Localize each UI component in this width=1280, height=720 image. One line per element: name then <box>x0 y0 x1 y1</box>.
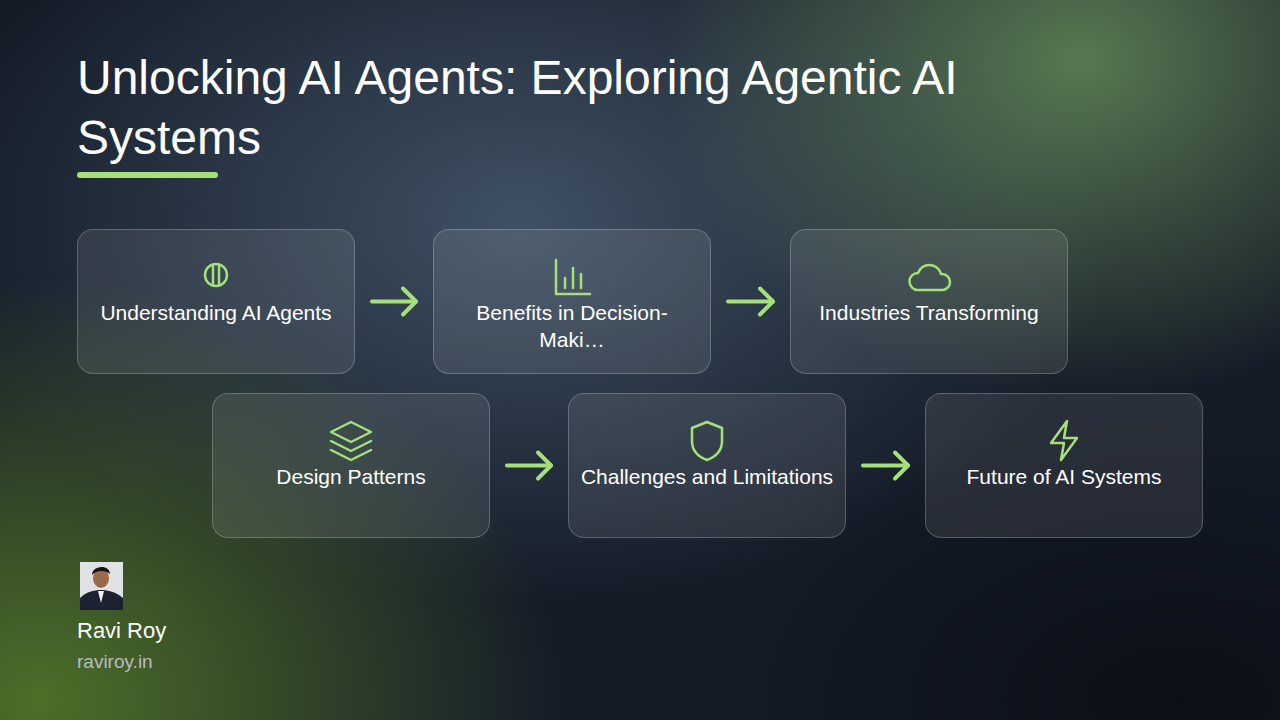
author-name: Ravi Roy <box>77 618 166 644</box>
card-text: Design Patterns <box>223 463 479 490</box>
topic-card: Future of AI Systems <box>925 393 1203 538</box>
flow-arrow <box>728 289 773 315</box>
title-underline <box>77 172 218 178</box>
flow-arrow <box>372 289 416 315</box>
card-text: Challenges and Limitations <box>579 463 835 490</box>
topic-card: Industries Transforming <box>790 229 1068 374</box>
card-text: Future of AI Systems <box>936 463 1192 490</box>
card-text: Industries Transforming <box>801 299 1057 326</box>
card-text: Benefits in Decision-Maki… <box>444 299 700 353</box>
topic-card: Design Patterns <box>212 393 490 538</box>
flow-arrow <box>863 453 908 479</box>
author-site: raviroy.in <box>77 651 153 673</box>
flow-arrow <box>507 453 551 479</box>
card-text: Understanding AI Agents <box>88 299 344 326</box>
topic-card: Benefits in Decision-Maki… <box>433 229 711 374</box>
topic-card: Understanding AI Agents <box>77 229 355 374</box>
topic-card: Challenges and Limitations <box>568 393 846 538</box>
slide-title: Unlocking AI Agents: Exploring Agentic A… <box>77 48 1007 168</box>
author-photo <box>80 562 123 610</box>
